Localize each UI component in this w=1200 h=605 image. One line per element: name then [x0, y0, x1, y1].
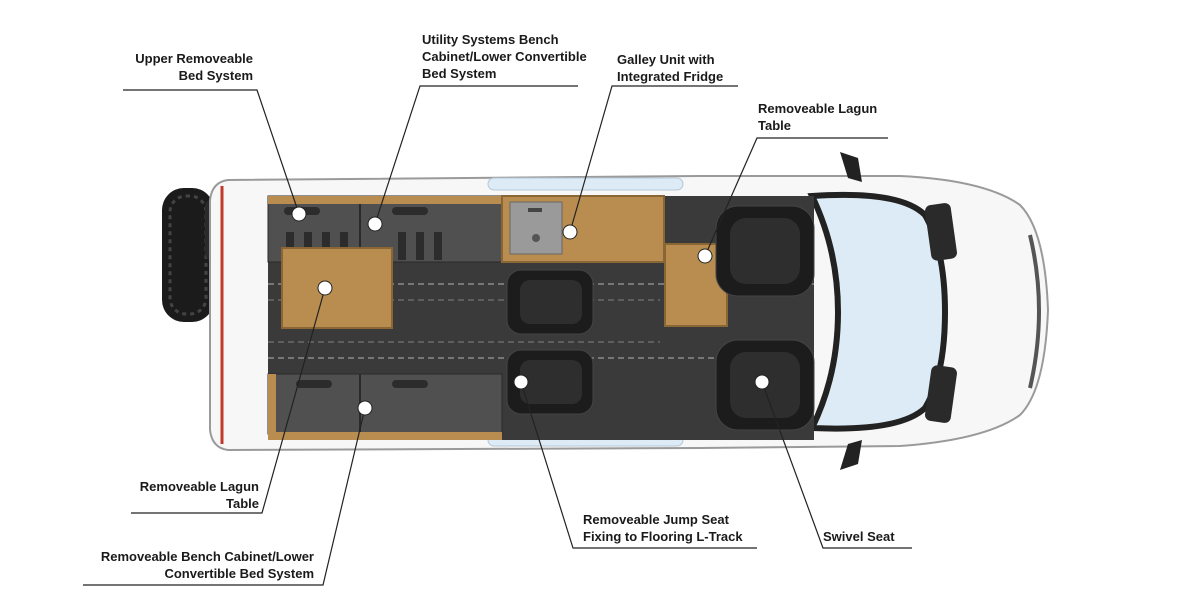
callout-text: Bed System: [178, 68, 253, 83]
callout-text: Removeable Lagun: [139, 479, 259, 494]
callout-lagun-table-front: Removeable Lagun Table: [758, 100, 877, 134]
callout-swivel-seat: Swivel Seat: [823, 528, 895, 545]
callout-lagun-table-rear: Removeable Lagun Table: [140, 478, 259, 512]
callout-utility-bench: Utility Systems Bench Cabinet/Lower Conv…: [422, 31, 587, 82]
callout-text: Utility Systems Bench: [422, 32, 559, 47]
callout-upper-bed: Upper Removeable Bed System: [135, 50, 253, 84]
leader-lines: [83, 85, 912, 586]
callout-text: Galley Unit with: [617, 52, 715, 67]
callout-galley: Galley Unit with Integrated Fridge: [617, 51, 723, 85]
callout-text: Bed System: [422, 66, 497, 81]
callout-text: Upper Removeable: [135, 51, 253, 66]
callout-text: Fixing to Flooring L-Track: [583, 529, 743, 544]
callout-text: Cabinet/Lower Convertible: [422, 49, 587, 64]
callout-text: Table: [226, 496, 259, 511]
galley-unit: [501, 195, 665, 263]
rear-lagun-table: [281, 247, 393, 329]
callout-text: Removeable Lagun: [758, 101, 878, 116]
callout-jump-seat: Removeable Jump Seat Fixing to Flooring …: [583, 511, 743, 545]
callout-text: Removeable Bench Cabinet/Lower: [100, 549, 314, 564]
lower-bench-cabinet: [267, 373, 503, 440]
callout-text: Convertible Bed System: [164, 566, 314, 581]
callout-text: Removeable Jump Seat: [583, 512, 729, 527]
callout-dots: [291, 206, 770, 416]
callout-text: Table: [758, 118, 791, 133]
callout-bench-cabinet: Removeable Bench Cabinet/Lower Convertib…: [101, 548, 314, 582]
callout-text: Swivel Seat: [823, 529, 895, 544]
callout-text: Integrated Fridge: [617, 69, 724, 84]
jump-seats: [506, 269, 594, 415]
